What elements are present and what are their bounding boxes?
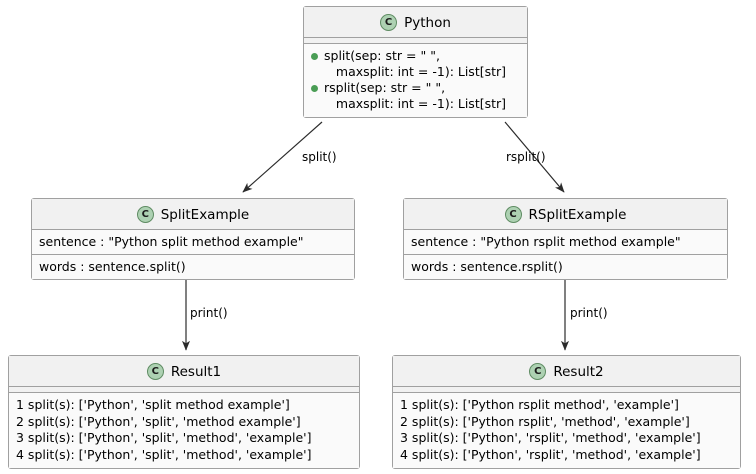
- class-name-label: Result2: [553, 363, 604, 380]
- class-header-python: C Python: [304, 7, 527, 37]
- result-line: 3 split(s): ['Python', 'split', 'method'…: [16, 430, 312, 445]
- result-lines-compartment: 1 split(s): ['Python', 'split method exa…: [9, 393, 359, 468]
- class-node-result1[interactable]: C Result1 1 split(s): ['Python', 'split …: [8, 355, 360, 469]
- compartment-divider: [9, 386, 359, 387]
- compartment-divider: [304, 37, 527, 38]
- class-name-label: RSplitExample: [528, 206, 627, 223]
- class-name-label: Result1: [170, 363, 222, 380]
- class-header-result1: C Result1: [9, 356, 359, 386]
- public-member-icon: [311, 85, 318, 92]
- class-header-split-example: C SplitExample: [32, 199, 354, 229]
- class-header-rsplit-example: C RSplitExample: [404, 199, 727, 229]
- class-node-result2[interactable]: C Result2 1 split(s): ['Python rsplit me…: [392, 355, 741, 469]
- result-line: 2 split(s): ['Python', 'split', 'method …: [16, 413, 301, 429]
- result-lines-compartment: 1 split(s): ['Python rsplit method', 'ex…: [393, 393, 740, 468]
- attribute-row: words : sentence.split(): [32, 255, 354, 279]
- attribute-row: sentence : "Python split method example": [32, 230, 354, 254]
- class-icon: C: [146, 363, 164, 380]
- public-member-icon: [311, 53, 318, 60]
- compartment-divider: [32, 229, 354, 230]
- method-signature: rsplit(sep: str = " ", maxsplit: int = -…: [324, 80, 507, 111]
- edge-label-print-left: print(): [190, 306, 228, 320]
- attribute-row: words : sentence.rsplit(): [404, 255, 727, 279]
- result-line: 1 split(s): ['Python rsplit method', 'ex…: [400, 397, 679, 412]
- result-line: 4 split(s): ['Python', 'rsplit', 'method…: [400, 446, 701, 462]
- class-header-result2: C Result2: [393, 356, 740, 386]
- class-node-python[interactable]: C Python split(sep: str = " ", maxsplit:…: [303, 6, 528, 118]
- result-line: 4 split(s): ['Python', 'split', 'method'…: [16, 446, 312, 462]
- compartment-divider: [32, 254, 354, 255]
- method-row: rsplit(sep: str = " ", maxsplit: int = -…: [311, 80, 520, 112]
- class-node-rsplit-example[interactable]: C RSplitExample sentence : "Python rspli…: [403, 198, 728, 280]
- compartment-divider: [404, 229, 727, 230]
- class-node-split-example[interactable]: C SplitExample sentence : "Python split …: [31, 198, 355, 280]
- result-line: 2 split(s): ['Python rsplit', 'method', …: [400, 413, 690, 429]
- edge-label-split: split(): [302, 150, 337, 164]
- class-icon: C: [504, 206, 522, 223]
- class-name-label: SplitExample: [160, 206, 250, 223]
- class-icon: C: [529, 363, 547, 380]
- class-name-label: Python: [404, 14, 451, 31]
- class-icon: C: [136, 206, 154, 223]
- compartment-divider: [393, 392, 740, 393]
- class-icon: C: [380, 14, 398, 31]
- methods-compartment: split(sep: str = " ", maxsplit: int = -1…: [304, 44, 527, 117]
- method-row: split(sep: str = " ", maxsplit: int = -1…: [311, 48, 520, 80]
- attributes-compartment-empty: [393, 387, 740, 392]
- compartment-divider: [404, 254, 727, 255]
- attributes-compartment-empty: [304, 38, 527, 43]
- attribute-row: sentence : "Python rsplit method example…: [404, 230, 727, 254]
- result-line: 3 split(s): ['Python', 'rsplit', 'method…: [400, 430, 701, 445]
- result-line: 1 split(s): ['Python', 'split method exa…: [16, 397, 290, 412]
- compartment-divider: [304, 43, 527, 44]
- attributes-compartment-empty: [9, 387, 359, 392]
- compartment-divider: [393, 386, 740, 387]
- method-signature: split(sep: str = " ", maxsplit: int = -1…: [324, 48, 507, 79]
- edge-label-rsplit: rsplit(): [506, 150, 546, 164]
- compartment-divider: [9, 392, 359, 393]
- edge-label-print-right: print(): [570, 306, 608, 320]
